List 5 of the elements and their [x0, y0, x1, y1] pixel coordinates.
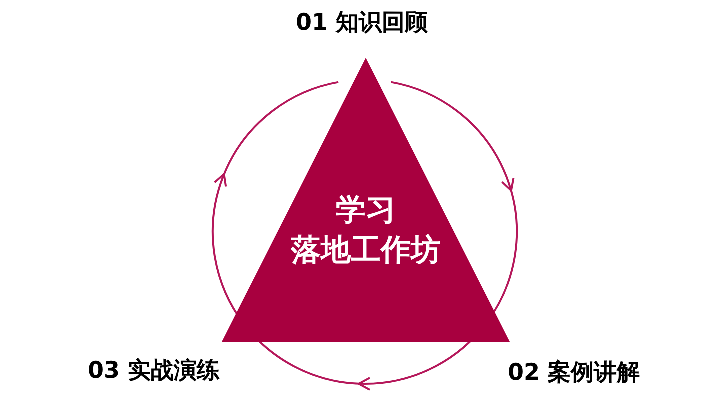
center-title: 落地工作坊: [291, 232, 441, 270]
step-label: 02 案例讲解: [508, 358, 654, 388]
step-label: 01 知识回顾: [296, 8, 436, 38]
step-label: 03 实战演练: [88, 356, 234, 386]
center-title: 学习: [336, 192, 396, 230]
